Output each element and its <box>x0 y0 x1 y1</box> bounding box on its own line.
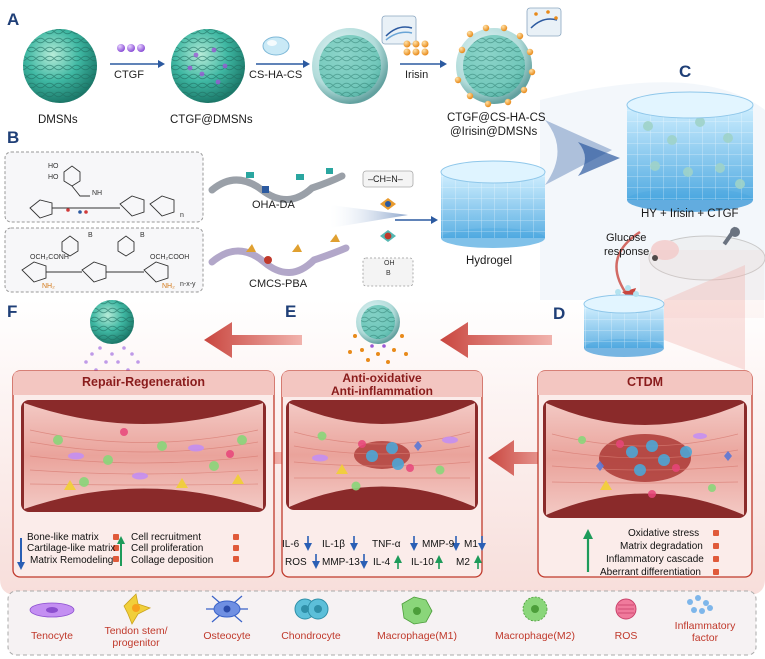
legend-osteocyte: Osteocyte <box>203 630 251 642</box>
chondrocyte-icon <box>295 599 328 619</box>
marker-down: M1 <box>464 539 478 550</box>
chem-b-3: B <box>386 270 391 277</box>
chem-nh2-a: NH₂ <box>42 283 55 290</box>
legend-chondrocyte: Chondrocyte <box>281 630 341 642</box>
panel-letter-a: A <box>7 10 20 29</box>
label-hydrogel: Hydrogel <box>466 255 513 267</box>
marker-down: MMP-13 <box>322 557 360 568</box>
marker-down: TNF-α <box>372 539 401 550</box>
marker-down: MMP-9 <box>422 539 455 550</box>
ctdm-item: Matrix degradation <box>620 541 703 552</box>
panel-letter-f: F <box>7 302 18 321</box>
label-response: response <box>604 246 650 258</box>
label-glucose: Glucose <box>606 232 647 244</box>
repair-right-item: Collage deposition <box>131 555 214 566</box>
label-irisin: Irisin <box>405 69 429 81</box>
legend-tenocyte: Tenocyte <box>30 630 74 642</box>
legend-ros: ROS <box>614 630 638 642</box>
label-dmsns: DMSNs <box>38 114 78 126</box>
repair-right-item: Cell recruitment <box>131 532 202 543</box>
ctdm-item: Oxidative stress <box>628 528 700 539</box>
label-ctgf: CTGF <box>114 69 144 81</box>
chem-oh: OH <box>384 260 395 267</box>
ros-icon <box>616 599 636 619</box>
panel-letter-d: D <box>553 304 566 323</box>
chem-b-2: B <box>140 232 145 239</box>
tendon-stem-icon <box>124 594 150 624</box>
chem-nh2-b: NH₂ <box>162 283 175 290</box>
marker-up: IL-4 <box>373 557 391 568</box>
marker-down: IL-6 <box>282 539 300 550</box>
label-cs-ha-cs: CS-HA-CS <box>249 69 303 81</box>
label-schiff-base: –CH=N– <box>368 174 403 184</box>
title-anti-inflammation: Anti-inflammation <box>331 384 433 398</box>
panel-letter-e: E <box>285 302 297 321</box>
legend-tendon-stem: Tendon stem/ progenitor <box>104 625 168 649</box>
chem-och2conh-1: OCH₂CONH <box>30 254 69 261</box>
macrophage-m1-icon <box>402 597 432 624</box>
marker-down: IL-1β <box>322 539 345 550</box>
macrophage-m2-icon <box>523 597 547 621</box>
label-oha-da: OHA-DA <box>252 199 295 211</box>
label-hydrogel-formula: HY + Irisin + CTGF <box>641 208 739 220</box>
tenocyte-icon <box>30 603 74 617</box>
marker-up: M2 <box>456 557 470 568</box>
label-final-np-line2: @Irisin@DMSNs <box>450 126 538 138</box>
panel-letter-b: B <box>7 128 20 147</box>
chem-ho-1: HO <box>48 163 59 170</box>
legend-macrophage-m1: Macrophage(M1) <box>377 630 457 642</box>
legend-inflammatory-factor: Inflammatory factor <box>674 620 736 644</box>
title-ctdm: CTDM <box>626 375 664 389</box>
legend-macrophage-m2: Macrophage(M2) <box>495 630 575 642</box>
chem-nh: NH <box>92 190 103 197</box>
chem-n: n <box>180 212 184 219</box>
label-cmcs-pba: CMCS-PBA <box>249 278 308 290</box>
panel-letter-c: C <box>679 62 692 81</box>
label-ctgf-dmsns: CTGF@DMSNs <box>170 114 253 126</box>
title-repair-regeneration: Repair-Regeneration <box>82 375 205 389</box>
chem-ho-2: HO <box>48 174 59 181</box>
title-anti-oxidative: Anti-oxidative <box>342 371 422 385</box>
ctdm-item: Aberrant differentiation <box>600 567 701 578</box>
marker-up: IL-10 <box>411 557 434 568</box>
repair-right-item: Cell proliferation <box>131 543 204 554</box>
osteocyte-icon <box>206 596 248 622</box>
chem-och2cooh: OCH₂COOH <box>150 254 190 261</box>
inflammatory-factor-icon <box>687 595 713 614</box>
label-final-np-line1: CTGF@CS-HA-CS <box>447 112 546 124</box>
ctdm-item: Inflammatory cascade <box>606 554 704 565</box>
repair-left-item: Cartilage-like matrix <box>27 543 116 554</box>
chem-n-x-y: n-x-y <box>180 281 196 288</box>
repair-left-item: Matrix Remodeling <box>30 555 114 566</box>
marker-down: ROS <box>285 557 307 568</box>
chem-b-1: B <box>88 232 93 239</box>
repair-left-item: Bone-like matrix <box>27 532 99 543</box>
